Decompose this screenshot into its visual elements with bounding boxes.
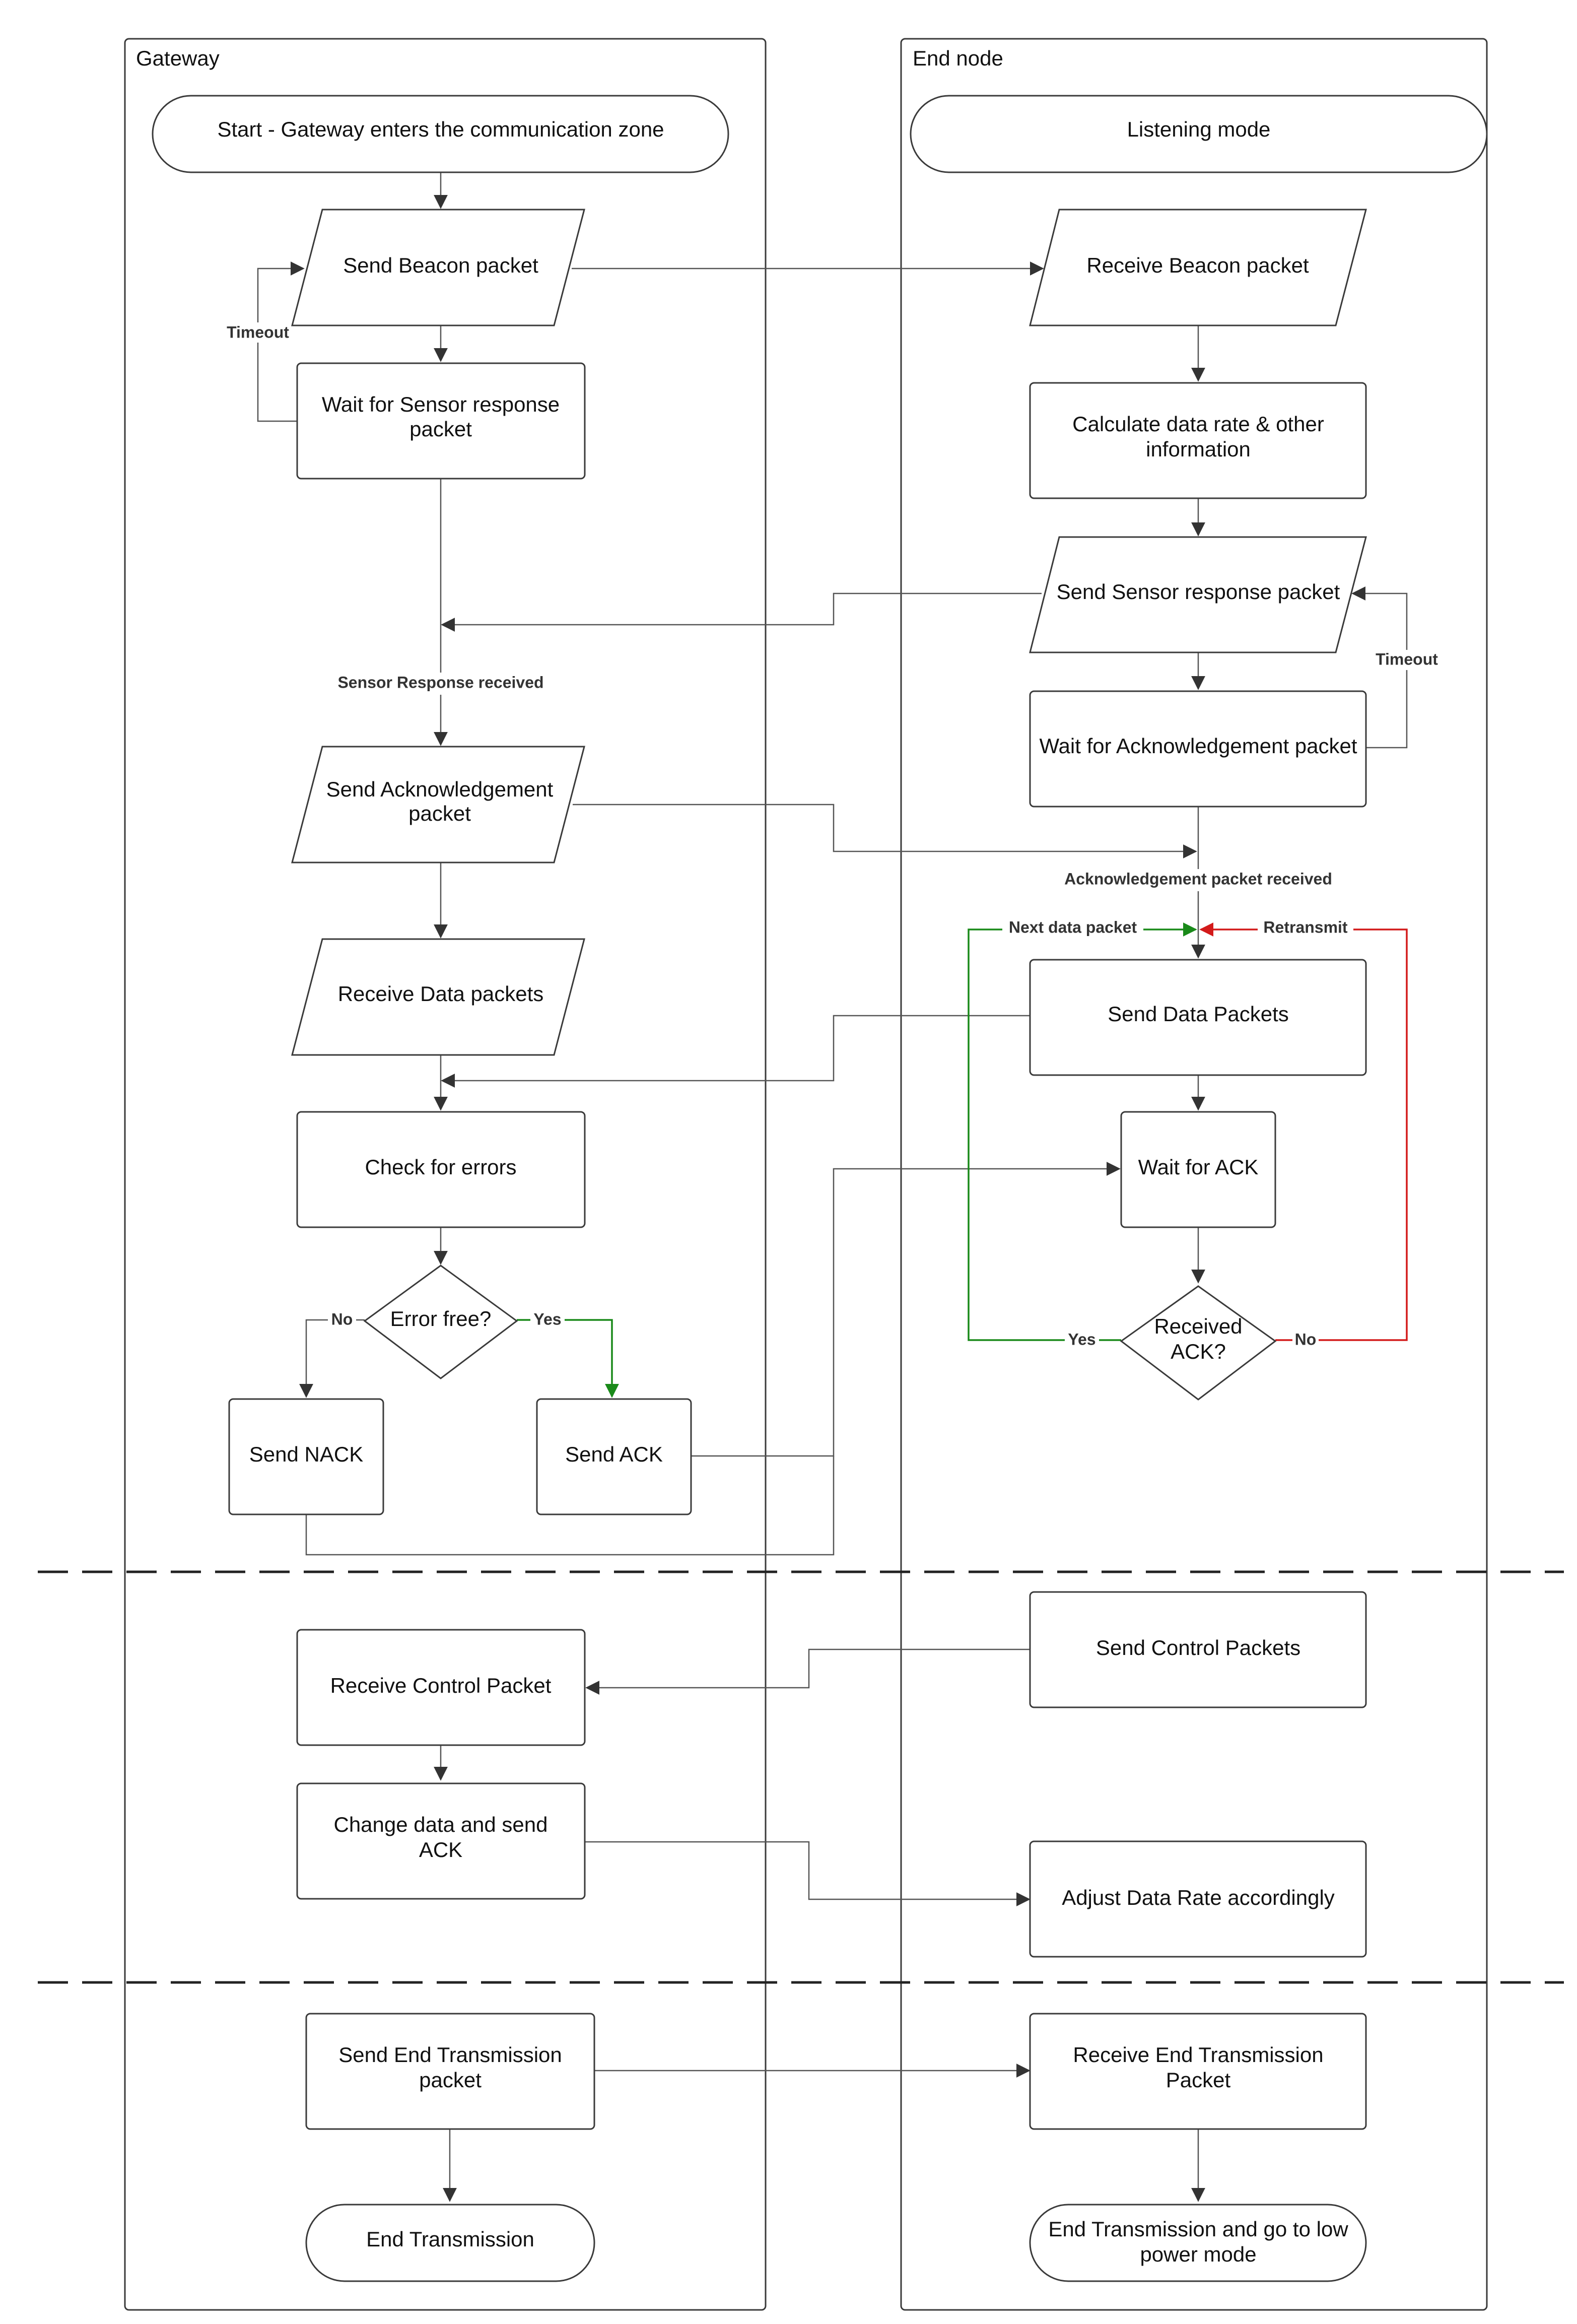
node-start xyxy=(152,95,729,173)
node-receive-end-transmission xyxy=(1029,2013,1367,2130)
node-end-transmission xyxy=(305,2204,595,2282)
edge-label-sensor-response-received: Sensor Response received xyxy=(337,673,543,691)
node-receive-beacon-label: Receive Beacon packet xyxy=(1086,253,1309,277)
node-change-data-line2: ACK xyxy=(419,1838,462,1862)
edge-sensor-response-cross xyxy=(441,592,1042,632)
node-wait-for-ack-label: Wait for ACK xyxy=(1138,1155,1259,1179)
node-check-errors xyxy=(296,1111,586,1228)
node-send-end-transmission-line2: packet xyxy=(419,2068,482,2092)
edge-label-ack-packet-received: Acknowledgement packet received xyxy=(1064,870,1332,888)
node-end-low-power-line2: power mode xyxy=(1140,2242,1256,2266)
node-send-nack xyxy=(228,1398,384,1515)
node-calc-rate xyxy=(1029,382,1367,499)
node-receive-data-packets xyxy=(291,938,585,1056)
node-send-beacon-label: Send Beacon packet xyxy=(343,253,538,277)
edge-error-no xyxy=(299,1319,365,1398)
node-end-transmission-label: End Transmission xyxy=(366,2227,534,2251)
node-check-errors-label: Check for errors xyxy=(365,1155,516,1179)
edge-error-yes xyxy=(517,1319,619,1398)
node-error-free-label: Error free? xyxy=(390,1307,492,1331)
edge-timeout-loop-end-node xyxy=(1351,586,1408,749)
node-wait-sensor-response-line1: Wait for Sensor response xyxy=(322,392,560,416)
edge-label-timeout-gateway: Timeout xyxy=(227,323,289,341)
edge-label-next-data-packet: Next data packet xyxy=(1009,918,1137,936)
node-send-end-transmission-line1: Send End Transmission xyxy=(338,2043,562,2067)
node-end-low-power-line1: End Transmission and go to low xyxy=(1048,2217,1348,2241)
node-send-sensor-response xyxy=(1029,536,1367,653)
node-receive-control xyxy=(296,1629,586,1746)
node-send-nack-label: Send NACK xyxy=(249,1442,363,1466)
node-send-sensor-response-label: Send Sensor response packet xyxy=(1057,580,1340,604)
node-end-low-power xyxy=(1029,2204,1367,2282)
edge-label-timeout-end-node: Timeout xyxy=(1376,650,1438,668)
node-wait-ack-packet xyxy=(1029,690,1367,808)
edge-data-packets-cross xyxy=(441,1015,1030,1088)
node-calc-rate-line2: information xyxy=(1146,437,1251,461)
node-send-control-label: Send Control Packets xyxy=(1096,1636,1300,1659)
edge-send-nack-cross xyxy=(305,1456,835,1556)
edge-label-received-yes: Yes xyxy=(1068,1330,1095,1348)
node-send-acknowledgement-line1: Send Acknowledgement xyxy=(326,777,554,801)
node-change-data-line1: Change data and send xyxy=(333,1813,547,1836)
node-receive-beacon xyxy=(1029,209,1367,326)
node-send-ack-label: Send ACK xyxy=(565,1442,663,1466)
node-receive-end-transmission-line2: Packet xyxy=(1166,2068,1231,2092)
node-adjust-rate-label: Adjust Data Rate accordingly xyxy=(1062,1886,1335,1909)
edge-label-retransmit: Retransmit xyxy=(1263,918,1348,936)
node-receive-control-label: Receive Control Packet xyxy=(330,1674,552,1697)
edge-ack-packet-cross xyxy=(573,804,1197,858)
node-receive-data-packets-label: Receive Data packets xyxy=(338,982,544,1006)
node-error-free-decision xyxy=(363,1265,518,1379)
node-change-data xyxy=(296,1782,586,1900)
node-received-ack-decision xyxy=(1120,1285,1277,1401)
edge-timeout-loop-gateway xyxy=(257,261,305,422)
lane-title-gateway: Gateway xyxy=(136,46,220,70)
lane-end-node xyxy=(900,38,1488,2311)
lane-gateway xyxy=(124,38,767,2311)
node-send-end-transmission xyxy=(305,2013,595,2130)
node-send-ack xyxy=(536,1398,692,1515)
node-receive-end-transmission-line1: Receive End Transmission xyxy=(1073,2043,1323,2067)
edge-send-ack-cross xyxy=(691,1162,1121,1457)
node-listening xyxy=(910,95,1488,173)
node-send-control xyxy=(1029,1591,1367,1708)
node-wait-sensor-response-line2: packet xyxy=(409,417,472,441)
node-wait-ack-packet-label: Wait for Acknowledgement packet xyxy=(1039,734,1357,758)
lane-title-end-node: End node xyxy=(913,46,1003,70)
node-received-ack-line2: ACK? xyxy=(1171,1340,1226,1363)
node-send-beacon xyxy=(291,209,585,326)
node-send-acknowledgement-line2: packet xyxy=(408,802,471,825)
edge-control-cross xyxy=(585,1648,1030,1695)
node-send-data-packets xyxy=(1029,959,1367,1076)
node-start-label: Start - Gateway enters the communication… xyxy=(217,117,664,141)
node-wait-for-ack xyxy=(1120,1111,1276,1228)
edge-label-error-yes: Yes xyxy=(533,1310,561,1328)
node-calc-rate-line1: Calculate data rate & other xyxy=(1072,412,1324,436)
node-send-acknowledgement xyxy=(291,746,585,864)
edge-label-error-no: No xyxy=(331,1310,353,1328)
node-received-ack-line1: Received xyxy=(1154,1314,1242,1338)
edge-change-data-cross xyxy=(585,1841,1031,1906)
node-send-data-packets-label: Send Data Packets xyxy=(1108,1002,1289,1026)
node-adjust-rate xyxy=(1029,1840,1367,1958)
node-wait-sensor-response xyxy=(296,362,586,480)
edge-label-received-no: No xyxy=(1295,1330,1317,1348)
node-listening-label: Listening mode xyxy=(1127,117,1271,141)
